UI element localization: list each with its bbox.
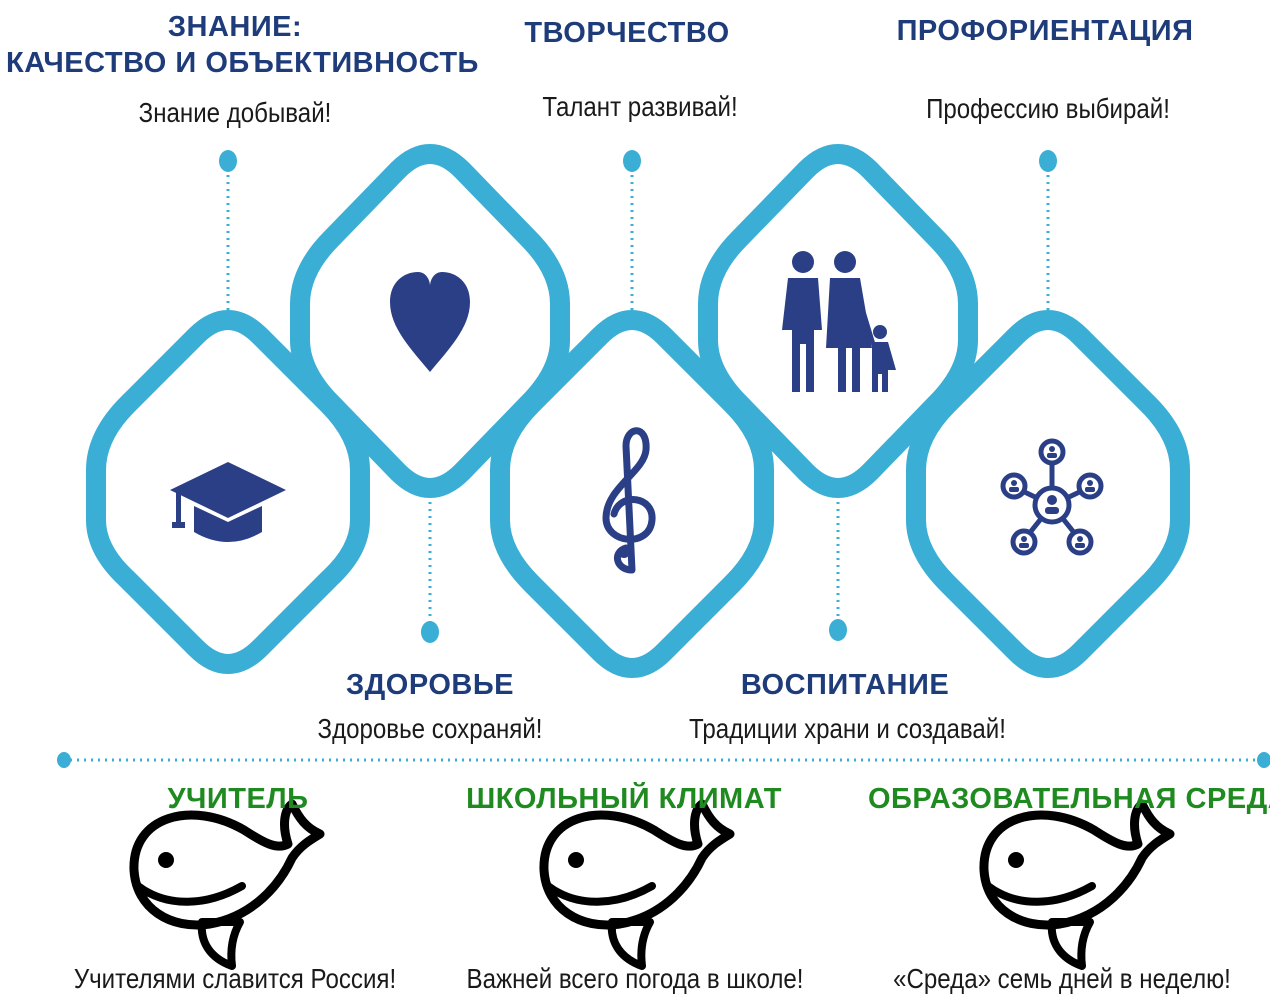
environment-slogan: «Среда» семь дней в неделю! xyxy=(893,963,1231,994)
teacher-slogan: Учителями славится Россия! xyxy=(73,963,397,994)
career-slogan: Профессию выбирай! xyxy=(926,93,1170,124)
teacher-title: УЧИТЕЛЬ xyxy=(167,783,309,815)
creativity-slogan: Талант развивай! xyxy=(542,91,738,122)
heart-icon xyxy=(390,272,470,372)
creativity-title: ТВОРЧЕСТВО xyxy=(524,17,730,49)
upbringing-slogan: Традиции храни и создавай! xyxy=(689,713,1006,744)
people-network-icon xyxy=(1000,438,1104,556)
environment-title: ОБРАЗОВАТЕЛЬНАЯ СРЕДА xyxy=(868,783,1270,815)
treble-clef-icon xyxy=(602,427,656,574)
connector-dots xyxy=(57,150,1270,768)
diamond-creativity xyxy=(490,310,774,678)
whale-icon xyxy=(544,804,730,966)
health-title: ЗДОРОВЬЕ xyxy=(345,669,515,701)
family-icon xyxy=(782,251,896,392)
whale-icon xyxy=(134,804,320,966)
climate-slogan: Важней всего погода в школе! xyxy=(466,963,804,994)
knowledge-title-line1: ЗНАНИЕ: xyxy=(167,11,303,43)
career-title: ПРОФОРИЕНТАЦИЯ xyxy=(896,15,1194,47)
health-slogan: Здоровье сохраняй! xyxy=(317,713,543,744)
diamond-frames xyxy=(86,144,1190,678)
connectors xyxy=(70,168,1262,762)
knowledge-title-line2: КАЧЕСТВО И ОБЪЕКТИВНОСТЬ xyxy=(6,47,479,79)
graduation-cap-icon xyxy=(170,462,286,542)
whale-icon xyxy=(984,804,1170,966)
knowledge-slogan: Знание добывай! xyxy=(138,97,332,128)
upbringing-title: ВОСПИТАНИЕ xyxy=(740,669,950,701)
climate-title: ШКОЛЬНЫЙ КЛИМАТ xyxy=(466,783,782,815)
